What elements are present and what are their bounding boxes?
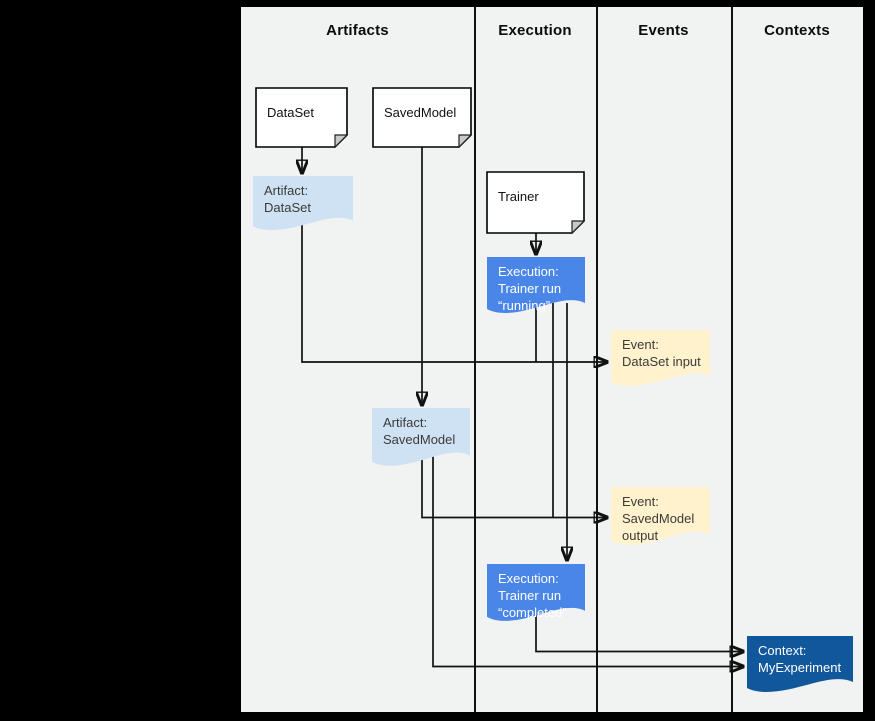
node-execution-completed: Execution:Trainer run“completed”	[487, 564, 585, 625]
folded-corner-icon	[458, 134, 472, 148]
document-shape	[372, 408, 470, 466]
document-shape	[747, 636, 853, 692]
node-artifact-savedmodel: Artifact:SavedModel	[372, 408, 470, 470]
edge-artifact-dataset-to-event-dataset-input	[301, 221, 607, 362]
column-divider	[731, 7, 733, 712]
edges-layer	[241, 137, 863, 712]
node-label: Execution:Trainer run“running”	[498, 264, 562, 313]
note-shape	[486, 171, 585, 234]
node-label: Execution:Trainer run“completed”	[498, 571, 567, 620]
folded-corner-icon	[334, 134, 348, 148]
column-header-contexts: Contexts	[764, 21, 830, 39]
node-trainer: Trainer	[486, 171, 585, 234]
node-label: Artifact:SavedModel	[383, 415, 456, 447]
node-label: DataSet	[267, 104, 314, 120]
diagram-canvas: Artifacts Execution Events Contexts Data…	[241, 7, 863, 712]
node-label: Context:MyExperiment	[758, 643, 842, 675]
document-shape	[253, 176, 353, 231]
column-header-execution: Execution	[498, 21, 572, 39]
node-label: Trainer	[498, 189, 539, 205]
note-shape	[255, 87, 348, 148]
edge-artifact-savedmodel-to-context	[432, 455, 743, 667]
node-label: SavedModel	[384, 104, 457, 120]
column-header-events: Events	[638, 21, 689, 39]
node-event-dataset-input: Event:DataSet input	[611, 330, 710, 390]
node-label: Artifact:DataSet	[264, 183, 311, 215]
node-dataset: DataSet	[255, 87, 348, 148]
document-shape	[487, 564, 585, 621]
edge-artifact-savedmodel-to-event-savedmodel-output	[421, 455, 607, 518]
column-header-artifacts: Artifacts	[326, 21, 389, 39]
node-artifact-dataset: Artifact:DataSet	[253, 176, 353, 234]
folded-corner-icon	[571, 220, 585, 234]
edge-execution-completed-to-context	[535, 613, 743, 652]
node-execution-running: Execution:Trainer run“running”	[487, 257, 585, 317]
document-shape	[611, 330, 710, 386]
node-label: Event:DataSet input	[622, 337, 701, 369]
document-shape	[611, 487, 710, 545]
column-divider	[474, 7, 476, 712]
node-savedmodel: SavedModel	[372, 87, 472, 148]
node-context-myexperiment: Context:MyExperiment	[747, 636, 853, 696]
note-shape	[372, 87, 472, 148]
document-shape	[487, 257, 585, 313]
